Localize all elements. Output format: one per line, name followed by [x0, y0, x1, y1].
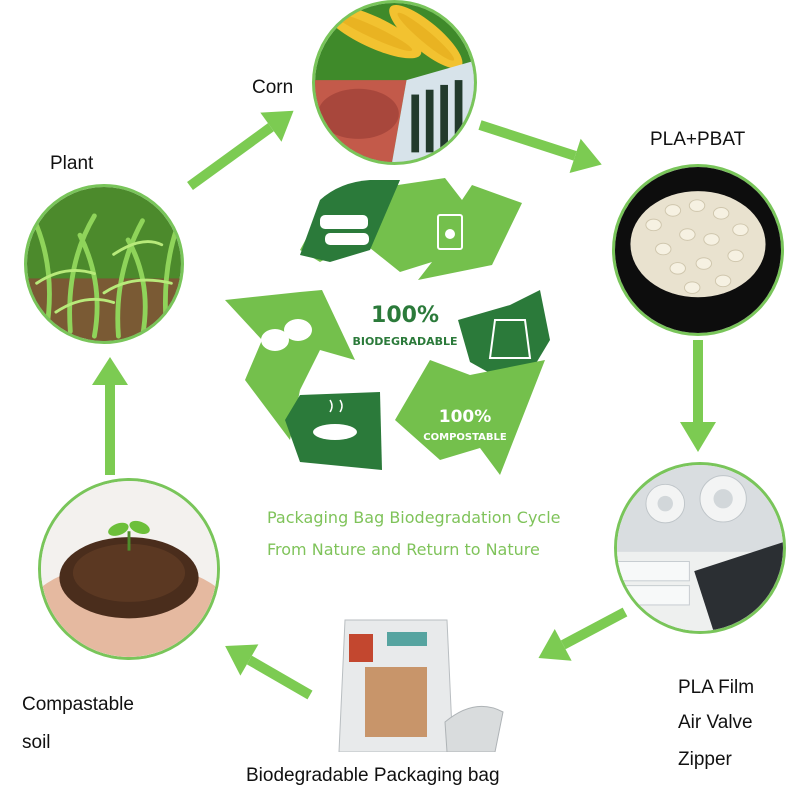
pellets-photo	[612, 164, 784, 336]
compostable-word: COMPOSTABLE	[423, 432, 507, 443]
shopping-bag-icon	[488, 319, 532, 359]
soil-photo	[38, 478, 220, 660]
soil-illustration	[41, 481, 217, 657]
recycle-arrow-right	[395, 290, 550, 475]
arrow-soil-to-plant	[92, 357, 128, 475]
arrow-pla-to-film	[680, 340, 716, 452]
bag-icon	[437, 214, 463, 250]
recycle-arrow-left	[225, 290, 382, 470]
corn-illustration	[315, 3, 474, 162]
arrow-corn-to-pla	[478, 120, 602, 174]
pellets-icon	[320, 215, 369, 245]
corn-photo	[312, 0, 477, 165]
label-bag: Biodegradable Packaging bag	[246, 765, 500, 786]
label-plant: Plant	[50, 153, 94, 174]
arrow-plant-to-corn	[187, 110, 294, 191]
label-zipper: Zipper	[678, 749, 732, 770]
biodegradable-word: BIODEGRADABLE	[352, 335, 457, 348]
compost-pile-icon	[313, 399, 357, 440]
label-soil-1: Compastable	[22, 694, 134, 715]
caption-line-1: Packaging Bag Biodegradation Cycle	[267, 508, 561, 527]
film-photo	[614, 462, 786, 634]
biodegradable-percent: 100%	[371, 303, 439, 328]
label-pla-pbat: PLA+PBAT	[650, 129, 746, 150]
arrow-bag-to-soil	[225, 644, 313, 700]
label-corn: Corn	[252, 77, 294, 98]
compostable-percent: 100%	[439, 407, 492, 427]
label-film: PLA Film	[678, 677, 755, 698]
caption-line-2: From Nature and Return to Nature	[267, 540, 540, 559]
label-soil-2: soil	[22, 732, 51, 753]
label-air-valve: Air Valve	[678, 712, 753, 733]
granules-icon	[261, 319, 312, 351]
packaging-bag-illustration	[338, 619, 504, 752]
film-illustration	[617, 465, 783, 631]
arrow-film-to-bag	[538, 607, 628, 661]
pellets-illustration	[615, 167, 781, 333]
